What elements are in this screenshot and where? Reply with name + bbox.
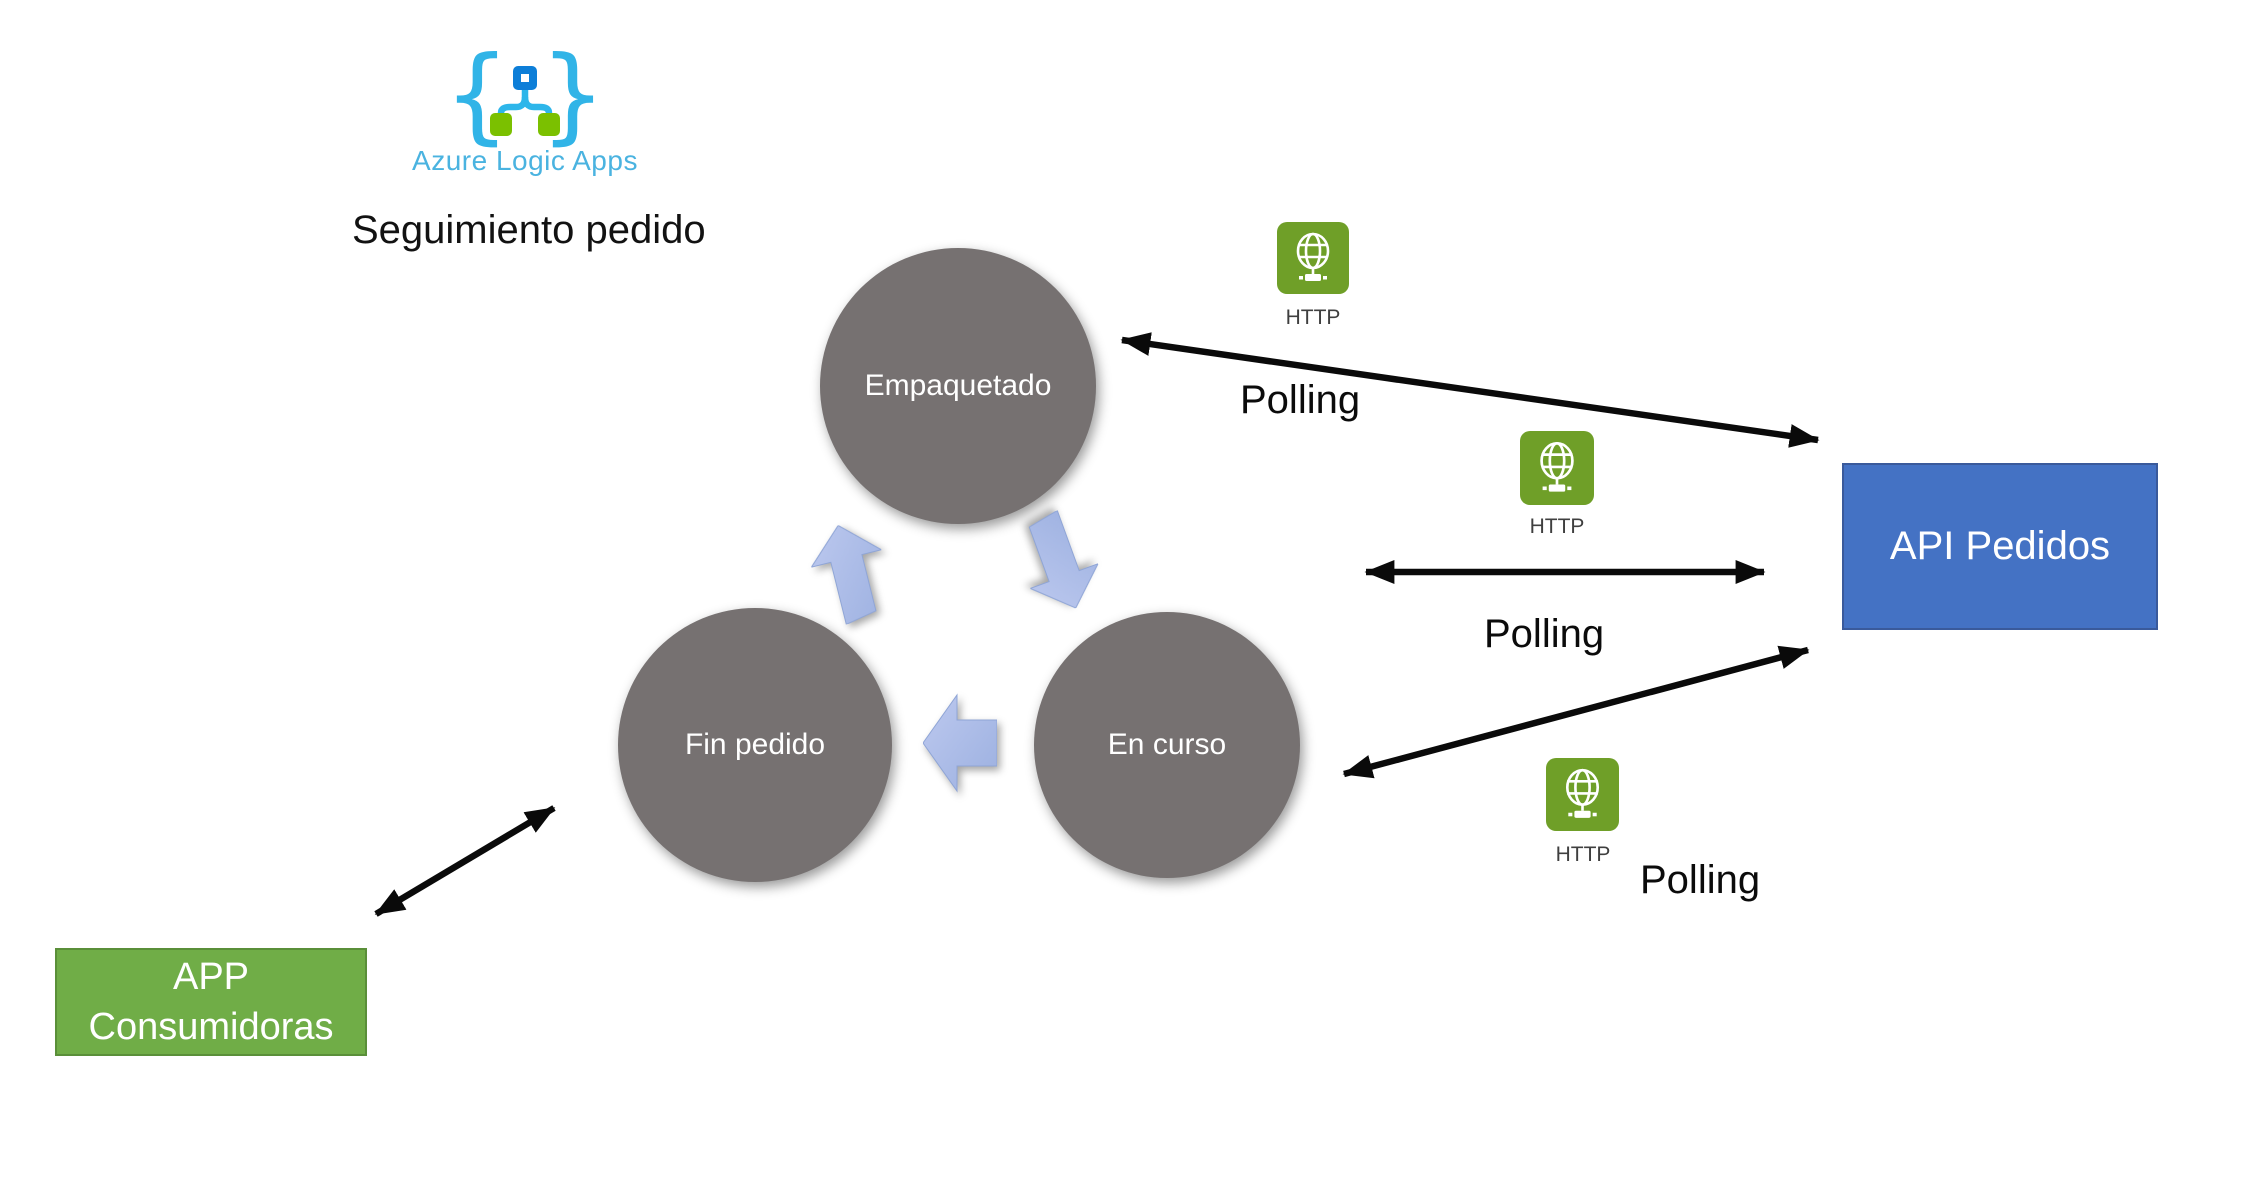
arrow-app-finpedido — [374, 805, 556, 917]
polling-label: Polling — [1640, 858, 1761, 902]
http-connector-label: HTTP — [1529, 515, 1585, 538]
cycle-arrow-down-icon — [1028, 509, 1099, 609]
cycle-node-label: Fin pedido — [684, 728, 826, 761]
cycle-node-en-curso: En curso — [1034, 612, 1300, 878]
api-pedidos-box: API Pedidos — [1842, 463, 2158, 630]
globe-icon — [1540, 441, 1574, 492]
polling-arrow-empaquetado-api — [1120, 332, 1820, 448]
polling-label: Polling — [1484, 612, 1605, 656]
polling-label: Polling — [1240, 378, 1361, 422]
cycle-node-empaquetado: Empaquetado — [820, 248, 1096, 524]
cycle-arrow-left-icon — [923, 693, 997, 793]
globe-icon — [1565, 768, 1600, 818]
http-connector-label: HTTP — [1285, 306, 1341, 329]
cycle-node-label: En curso — [1107, 728, 1227, 761]
http-connector-icon — [1277, 222, 1349, 294]
logic-apps-icon: { } — [455, 45, 595, 150]
app-box-line2: Consumidoras — [88, 1006, 334, 1048]
azure-logic-apps-logo: { } Azure Logic Apps — [400, 40, 650, 190]
http-connector-icon — [1520, 431, 1594, 505]
http-connector-icon — [1546, 758, 1619, 831]
logo-brand-text: Azure Logic Apps — [412, 145, 638, 176]
http-connector-label: HTTP — [1555, 843, 1611, 866]
globe-icon — [1296, 232, 1330, 281]
diagram-title: Seguimiento pedido — [352, 208, 706, 252]
cycle-arrow-up-icon — [810, 524, 883, 626]
logo-left-square — [490, 113, 512, 136]
polling-arrow-encurso-api — [1342, 645, 1810, 779]
cycle-node-fin-pedido: Fin pedido — [618, 608, 892, 882]
api-pedidos-label: API Pedidos — [1889, 524, 2111, 568]
cycle-node-label: Empaquetado — [864, 369, 1052, 402]
app-consumidoras-box: APP Consumidoras — [55, 948, 367, 1056]
app-box-line1: APP — [172, 955, 250, 998]
logo-right-square — [538, 113, 560, 136]
